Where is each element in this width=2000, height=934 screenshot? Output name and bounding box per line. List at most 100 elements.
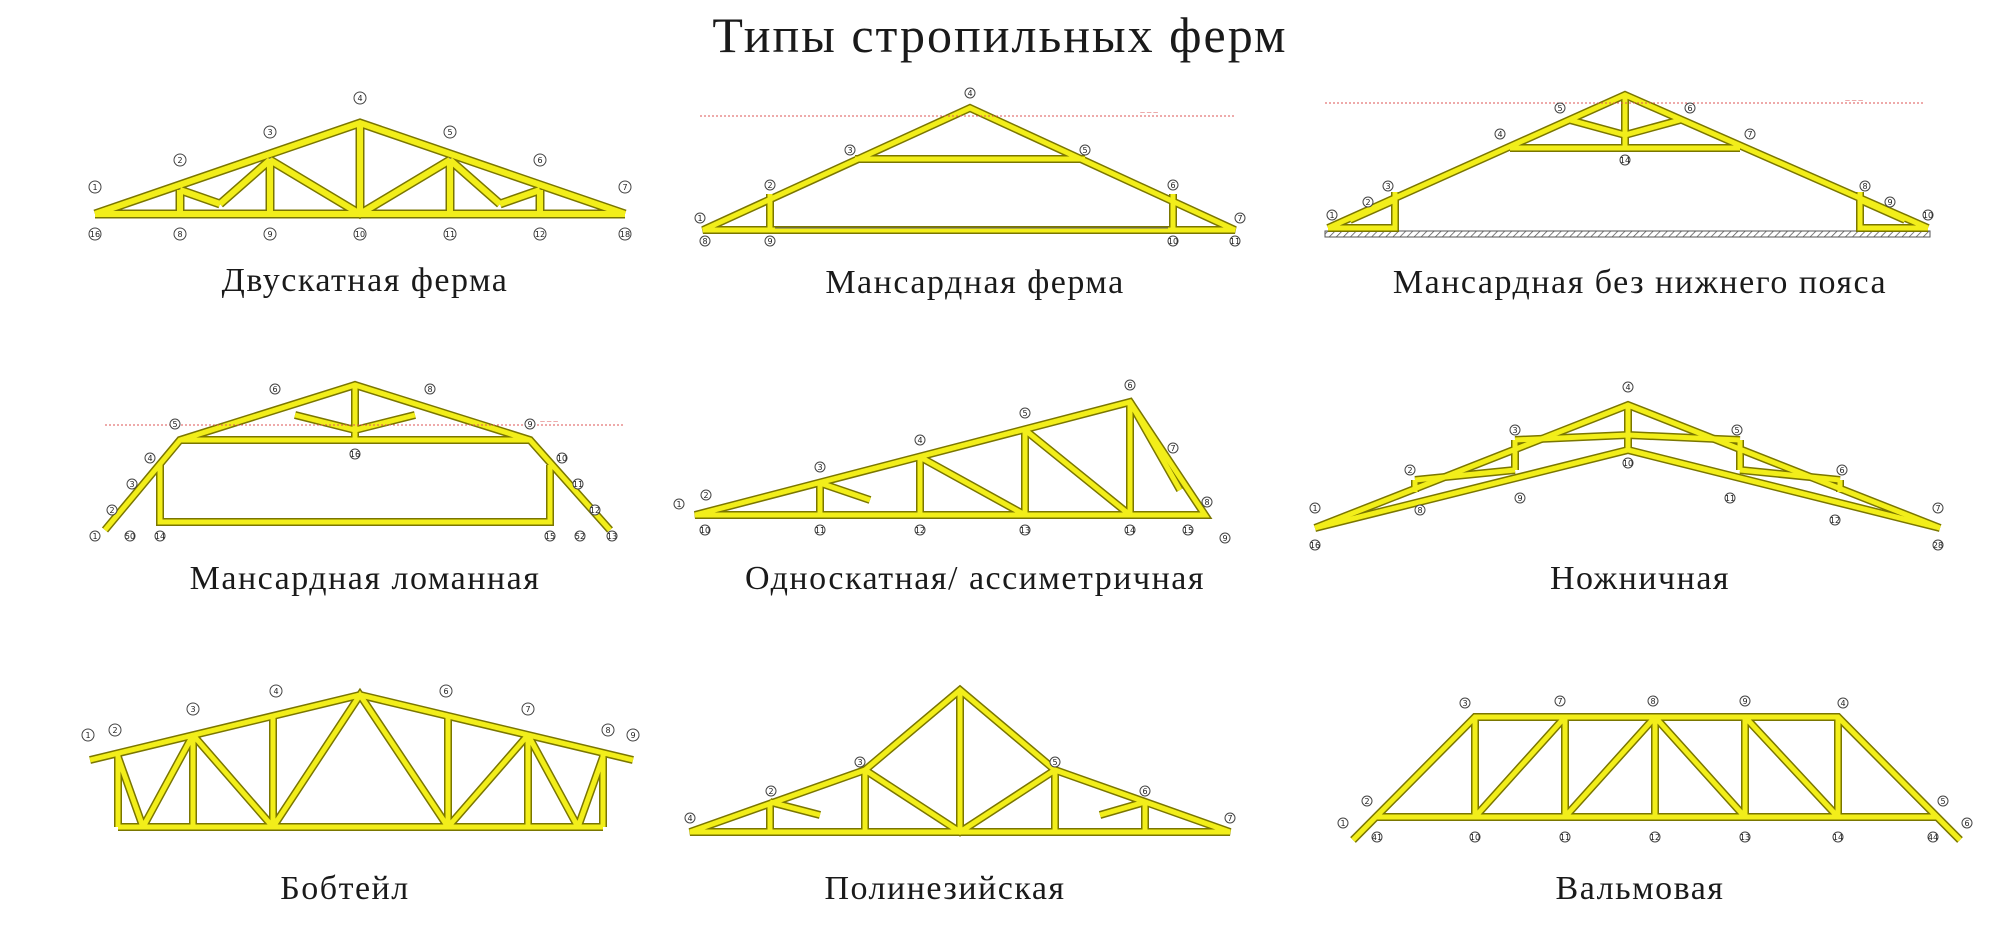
svg-text:6: 6 (1964, 819, 1969, 828)
svg-text:4: 4 (917, 436, 922, 445)
node-markers: 3 7 8 9 4 2 1 5 6 41 10 11 12 13 14 44 (1337, 695, 1973, 843)
svg-text:14: 14 (155, 532, 165, 541)
svg-text:6: 6 (1170, 181, 1175, 190)
svg-text:7: 7 (622, 183, 627, 192)
svg-text:9: 9 (1742, 697, 1747, 706)
caption-attic-no-bottom: Мансардная без нижнего пояса (1392, 264, 1888, 301)
svg-text:2: 2 (1365, 198, 1370, 207)
svg-text:9: 9 (630, 731, 635, 740)
svg-text:11: 11 (1725, 494, 1735, 503)
svg-text:8: 8 (1204, 498, 1209, 507)
svg-text:6: 6 (537, 156, 542, 165)
truss-diagram-attic: — — — 4 1 2 3 5 6 7 8 9 10 11 (694, 87, 1246, 247)
svg-text:1: 1 (1340, 819, 1345, 828)
node-markers: 1 2 3 4 5 6 7 8 9 10 14 (1326, 102, 1934, 221)
svg-text:1: 1 (697, 214, 702, 223)
svg-text:9: 9 (767, 237, 772, 246)
svg-text:6: 6 (272, 385, 277, 394)
svg-text:6: 6 (1687, 104, 1692, 113)
caption-gable: Двускатная ферма (221, 262, 509, 299)
svg-text:9: 9 (527, 420, 532, 429)
svg-text:2: 2 (112, 726, 117, 735)
caption-bobtail: Бобтейл (280, 870, 410, 907)
svg-text:1: 1 (92, 183, 97, 192)
svg-text:7: 7 (1747, 130, 1752, 139)
truss-members (688, 684, 1232, 837)
svg-text:13: 13 (607, 532, 617, 541)
svg-text:4: 4 (1840, 699, 1845, 708)
svg-text:8: 8 (427, 385, 432, 394)
truss-diagram-hip: 3 7 8 9 4 2 1 5 6 41 10 11 12 13 14 44 (1337, 695, 1973, 843)
svg-text:2: 2 (703, 491, 708, 500)
svg-text:2: 2 (109, 506, 114, 515)
svg-text:14: 14 (1833, 833, 1843, 842)
svg-text:6: 6 (1127, 381, 1132, 390)
caption-polynesian: Полинезийская (824, 870, 1066, 907)
svg-text:6: 6 (1839, 466, 1844, 475)
svg-text:2: 2 (768, 787, 773, 796)
svg-text:11: 11 (1560, 833, 1570, 842)
svg-text:16: 16 (90, 230, 100, 239)
caption-attic: Мансардная ферма (825, 264, 1125, 301)
svg-text:3: 3 (1385, 182, 1390, 191)
node-markers: 6 5 4 3 2 1 7 8 10 11 12 13 14 15 9 (673, 379, 1231, 544)
svg-text:6: 6 (443, 687, 448, 696)
svg-text:5: 5 (1022, 409, 1027, 418)
svg-text:44: 44 (1928, 833, 1938, 842)
svg-text:9: 9 (1222, 534, 1227, 543)
svg-text:11: 11 (1230, 237, 1240, 246)
svg-text:7: 7 (1227, 814, 1232, 823)
svg-text:12: 12 (1830, 516, 1840, 525)
svg-text:8: 8 (1417, 506, 1422, 515)
svg-text:11: 11 (573, 480, 583, 489)
truss-members (1326, 90, 1930, 232)
svg-text:10: 10 (1623, 459, 1633, 468)
truss-members (693, 397, 1213, 519)
svg-text:10: 10 (557, 454, 567, 463)
svg-text:— — —: — — — (1845, 98, 1863, 104)
caption-attic-broken: Мансардная ломанная (189, 560, 541, 597)
svg-text:11: 11 (445, 230, 455, 239)
svg-text:18: 18 (620, 230, 630, 239)
svg-text:1: 1 (1329, 211, 1334, 220)
svg-text:12: 12 (590, 506, 600, 515)
svg-text:7: 7 (525, 705, 530, 714)
truss-diagram-attic-broken: — — — 5 6 8 9 4 3 2 1 50 14 16 10 11 12 … (89, 380, 625, 542)
svg-text:3: 3 (847, 146, 852, 155)
truss-members (1313, 400, 1942, 532)
svg-text:2: 2 (1407, 466, 1412, 475)
svg-text:5: 5 (172, 420, 177, 429)
node-markers: 4 1 2 3 5 6 7 8 9 10 11 (694, 87, 1246, 247)
svg-text:4: 4 (1497, 130, 1502, 139)
svg-text:8: 8 (1862, 182, 1867, 191)
svg-text:3: 3 (1512, 426, 1517, 435)
svg-text:— — —: — — — (540, 419, 558, 425)
svg-text:10: 10 (1923, 211, 1933, 220)
svg-text:8: 8 (605, 726, 610, 735)
svg-text:2: 2 (1364, 797, 1369, 806)
svg-text:1: 1 (92, 532, 97, 541)
truss-diagram-bobtail: 1 2 3 4 6 7 8 9 (81, 684, 640, 831)
svg-text:7: 7 (1237, 214, 1242, 223)
node-markers: 3 5 2 6 4 7 (684, 756, 1236, 824)
svg-text:7: 7 (1935, 504, 1940, 513)
caption-scissor: Ножничная (1549, 560, 1731, 597)
svg-text:2: 2 (177, 156, 182, 165)
truss-diagram-attic-no-bottom: — — — 1 2 3 4 5 6 7 8 9 10 14 (1324, 90, 1934, 238)
svg-text:11: 11 (815, 526, 825, 535)
truss-diagram-gable: 1 2 3 4 5 6 7 16 8 9 10 11 12 18 (88, 91, 632, 241)
svg-text:10: 10 (1168, 237, 1178, 246)
svg-text:16: 16 (1310, 541, 1320, 550)
svg-text:3: 3 (817, 463, 822, 472)
svg-text:10: 10 (700, 526, 710, 535)
svg-text:5: 5 (1082, 146, 1087, 155)
svg-text:12: 12 (535, 230, 545, 239)
svg-text:8: 8 (177, 230, 182, 239)
node-markers: 1 2 3 4 5 6 7 16 8 9 10 11 12 18 (88, 91, 632, 241)
svg-text:2: 2 (767, 181, 772, 190)
svg-text:4: 4 (687, 814, 692, 823)
svg-text:5: 5 (1734, 426, 1739, 435)
svg-text:50: 50 (125, 532, 135, 541)
svg-text:8: 8 (1650, 697, 1655, 706)
svg-text:1: 1 (676, 500, 681, 509)
